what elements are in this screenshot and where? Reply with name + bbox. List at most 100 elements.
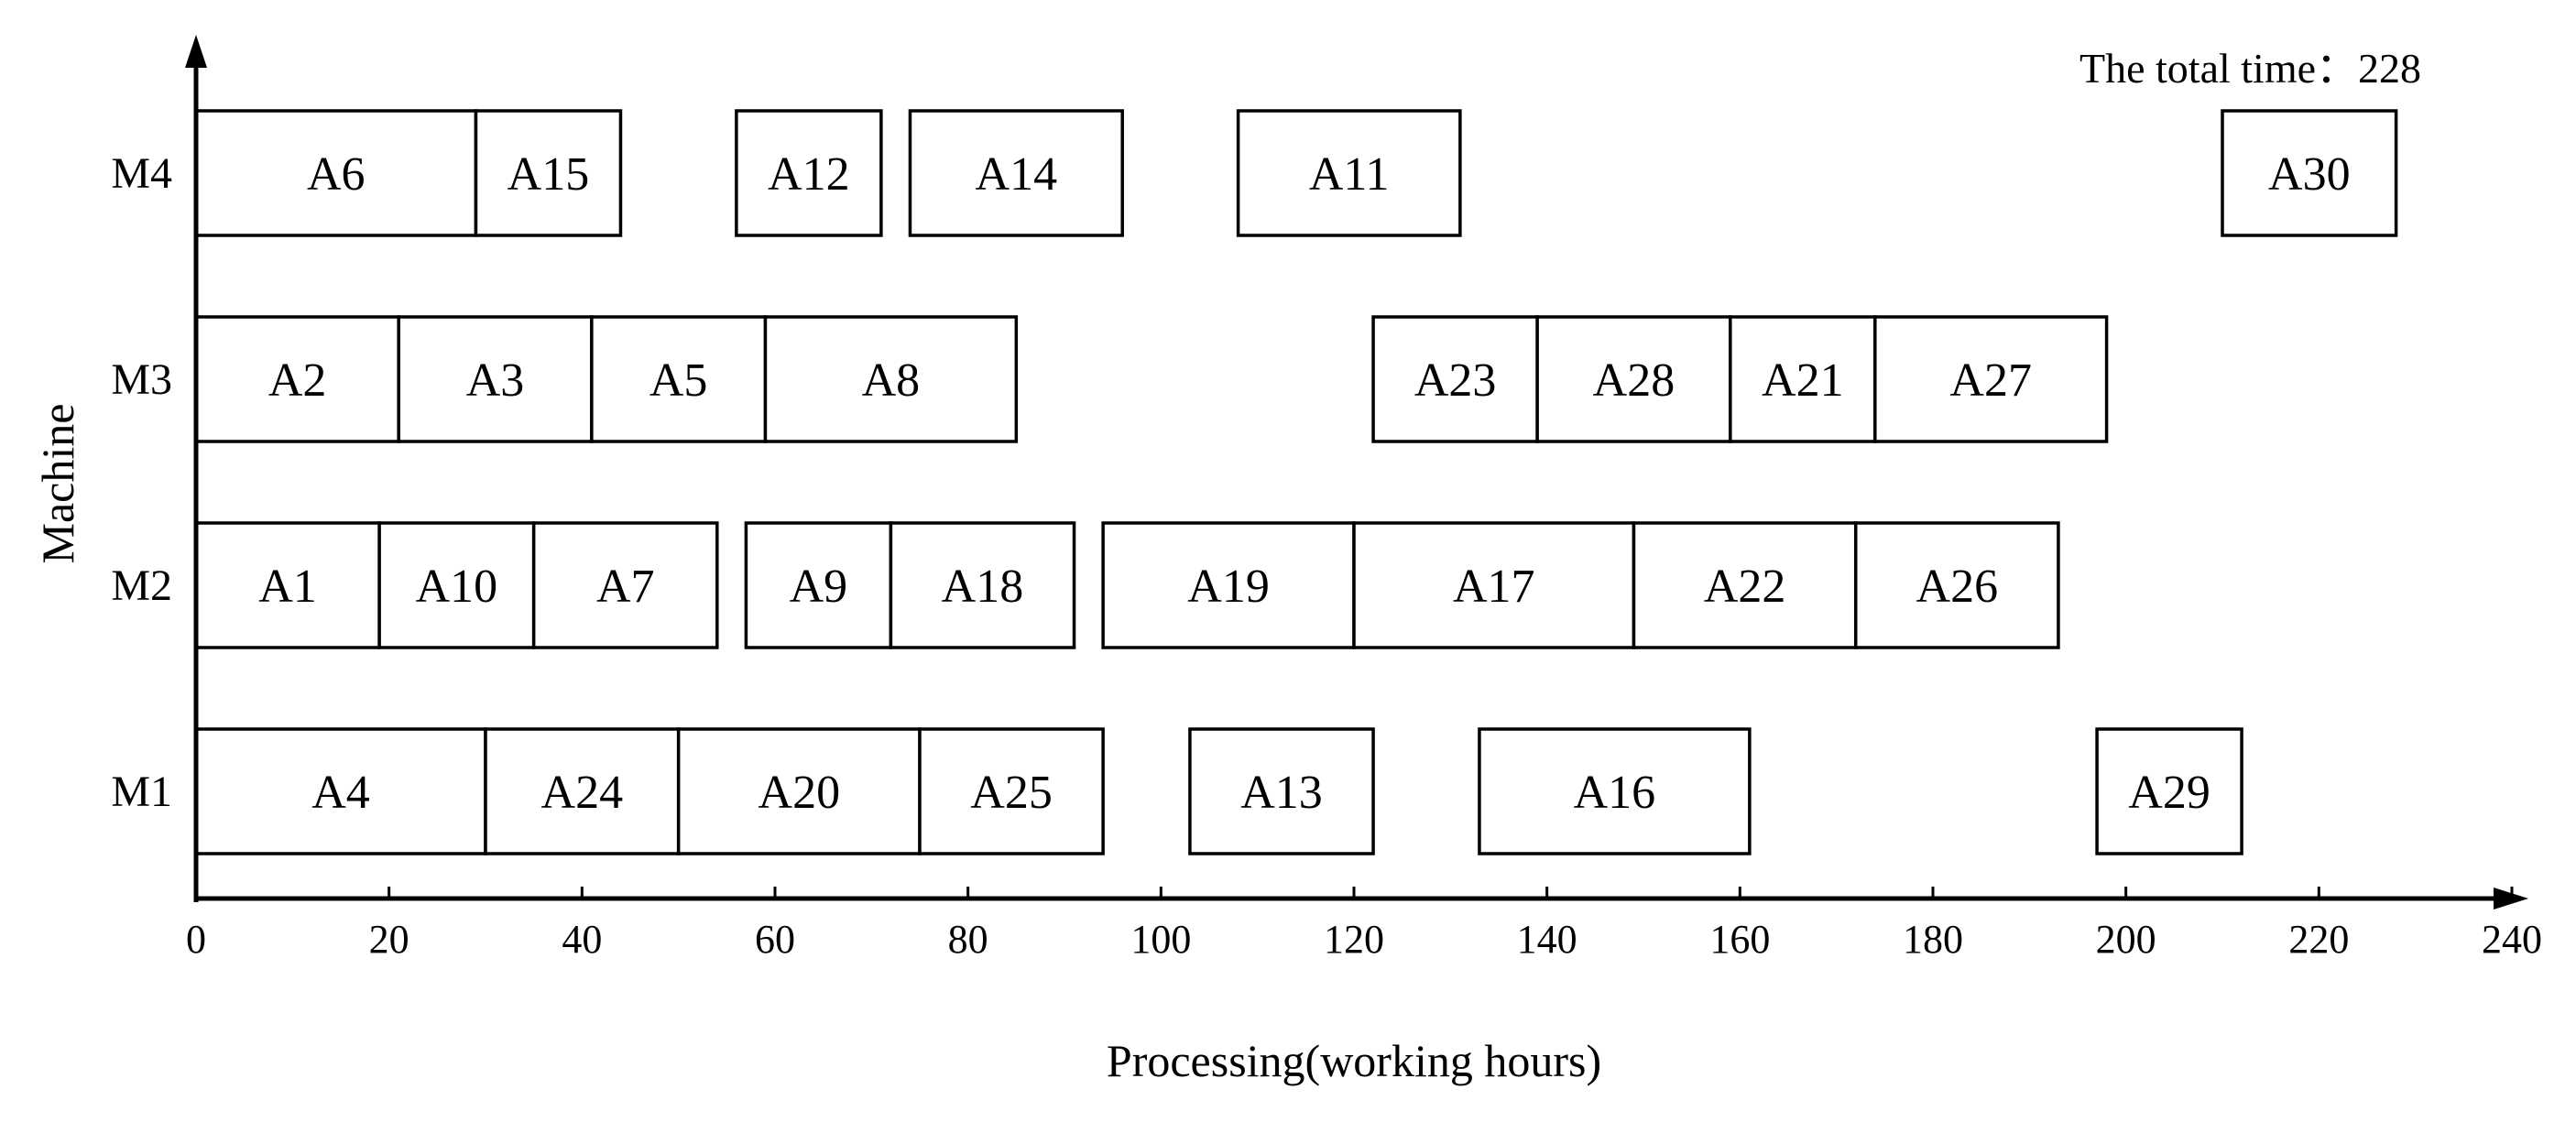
task-rect (1632, 521, 1858, 649)
task-rect (1188, 727, 1375, 855)
task-rect (1101, 521, 1356, 649)
task-rect (1236, 109, 1462, 237)
task-label: A8 (862, 354, 921, 407)
task-bar-a22: A22 (1632, 521, 1858, 649)
task-label: A2 (268, 354, 327, 407)
task-bar-a20: A20 (676, 727, 922, 855)
task-rect (908, 109, 1124, 237)
task-label: A30 (2268, 148, 2351, 201)
machine-label-m4: M4 (111, 149, 172, 198)
task-rect (1873, 315, 2109, 443)
task-rect (1853, 521, 2060, 649)
task-bar-a8: A8 (763, 315, 1019, 443)
task-bar-a24: A24 (484, 727, 681, 855)
x-axis-title: Processing(working hours) (1107, 1035, 1601, 1086)
task-rect (1352, 521, 1636, 649)
task-bar-a21: A21 (1729, 315, 1877, 443)
task-bar-a3: A3 (397, 315, 594, 443)
y-axis-arrow (185, 35, 207, 68)
task-bar-a19: A19 (1101, 521, 1356, 649)
task-rect (2095, 727, 2243, 855)
task-label: A6 (307, 148, 366, 201)
x-tick-label: 180 (1903, 917, 1963, 962)
task-label: A14 (976, 148, 1058, 201)
x-tick-label: 240 (2482, 917, 2542, 962)
task-bar-a10: A10 (377, 521, 536, 649)
machine-label-m2: M2 (111, 561, 172, 610)
task-rect (531, 521, 719, 649)
task-label: A10 (416, 561, 498, 613)
task-label: A12 (768, 148, 850, 201)
task-bar-a14: A14 (908, 109, 1124, 237)
x-tick-label: 200 (2096, 917, 2156, 962)
x-tick-label: 0 (186, 917, 206, 962)
task-label: A9 (790, 561, 848, 613)
task-rect (194, 315, 400, 443)
task-bar-a13: A13 (1188, 727, 1375, 855)
task-label: A28 (1593, 354, 1675, 407)
task-label: A15 (508, 148, 590, 201)
task-bar-a5: A5 (590, 315, 768, 443)
task-bar-a1: A1 (194, 521, 381, 649)
x-tick-label: 140 (1517, 917, 1577, 962)
task-label: A5 (649, 354, 708, 407)
task-bar-a2: A2 (194, 315, 400, 443)
task-label: A3 (466, 354, 525, 407)
task-label: A11 (1309, 148, 1390, 201)
total-time-annotation: The total time：228 (2079, 45, 2421, 92)
task-bar-a28: A28 (1535, 315, 1732, 443)
x-axis-arrow (2494, 888, 2528, 910)
task-label: A18 (942, 561, 1024, 613)
machine-label-m1: M1 (111, 768, 172, 816)
task-label: A27 (1949, 354, 2032, 407)
task-rect (763, 315, 1019, 443)
task-bar-a30: A30 (2221, 109, 2398, 237)
task-rect (1729, 315, 1877, 443)
task-label: A1 (258, 561, 317, 613)
x-tick-label: 20 (369, 917, 409, 962)
task-rect (918, 727, 1105, 855)
task-bar-a6: A6 (194, 109, 478, 237)
x-tick-label: 160 (1709, 917, 1770, 962)
task-label: A20 (759, 767, 841, 819)
task-rect (194, 109, 478, 237)
task-label: A19 (1187, 561, 1270, 613)
task-label: A4 (311, 767, 370, 819)
machine-label-m3: M3 (111, 355, 172, 404)
task-rect (1478, 727, 1752, 855)
task-label: A13 (1240, 767, 1323, 819)
task-bar-a29: A29 (2095, 727, 2243, 855)
task-label: A24 (541, 767, 624, 819)
task-label: A25 (970, 767, 1053, 819)
x-tick-label: 120 (1324, 917, 1384, 962)
task-label: A21 (1762, 354, 1844, 407)
task-label: A29 (2128, 767, 2210, 819)
x-tick-label: 40 (562, 917, 602, 962)
task-rect (484, 727, 681, 855)
task-rect (1535, 315, 1732, 443)
task-bar-a27: A27 (1873, 315, 2109, 443)
task-rect (889, 521, 1076, 649)
x-tick-label: 80 (948, 917, 988, 962)
task-label: A7 (596, 561, 655, 613)
task-bar-a17: A17 (1352, 521, 1636, 649)
task-label: A22 (1704, 561, 1786, 613)
y-axis-title: Machine (32, 404, 83, 564)
task-rect (735, 109, 883, 237)
task-label: A17 (1453, 561, 1535, 613)
task-rect (377, 521, 536, 649)
task-bar-a4: A4 (194, 727, 487, 855)
task-bar-a11: A11 (1236, 109, 1462, 237)
task-bar-a18: A18 (889, 521, 1076, 649)
task-label: A26 (1916, 561, 1999, 613)
task-bar-a16: A16 (1478, 727, 1752, 855)
x-tick-label: 100 (1130, 917, 1191, 962)
task-bar-a25: A25 (918, 727, 1105, 855)
task-rect (590, 315, 768, 443)
task-bar-a23: A23 (1371, 315, 1539, 443)
task-bar-a26: A26 (1853, 521, 2060, 649)
task-rect (474, 109, 623, 237)
